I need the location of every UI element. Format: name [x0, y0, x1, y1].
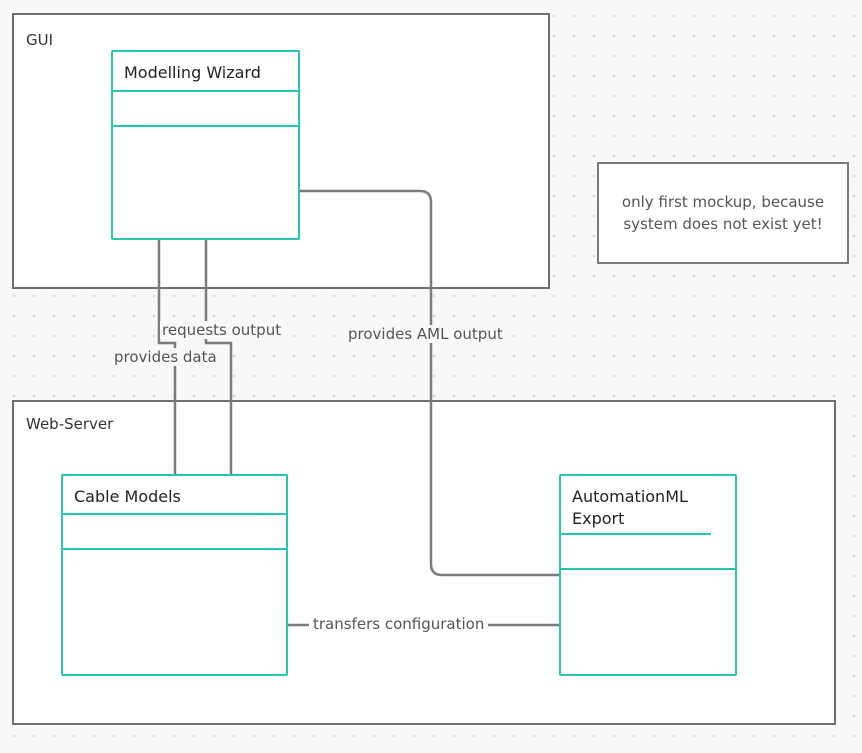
mockup-note[interactable]: only first mockup, because system does n…	[597, 162, 849, 264]
cable-models-methods	[63, 550, 286, 673]
modelling-wizard-class[interactable]: Modelling Wizard	[111, 50, 300, 240]
modelling-wizard-title: Modelling Wizard	[113, 52, 298, 92]
cable-models-title: Cable Models	[63, 476, 286, 515]
provides-data-connector	[157, 238, 177, 476]
provides-aml-output-connector	[300, 189, 561, 577]
cable-models-class[interactable]: Cable Models	[61, 474, 288, 676]
modelling-wizard-methods	[113, 127, 298, 237]
web-server-frame-label: Web-Server	[26, 415, 114, 433]
requests-output-connector	[204, 238, 233, 476]
transfers-configuration-label: transfers configuration	[309, 615, 489, 633]
mockup-note-text: only first mockup, because system does n…	[621, 193, 825, 233]
requests-output-label: requests output	[160, 321, 284, 339]
cable-models-attributes	[63, 515, 286, 550]
provides-data-label: provides data	[112, 348, 219, 366]
automationml-export-title: AutomationML Export	[561, 476, 711, 535]
provides-aml-output-label: provides AML output	[346, 325, 505, 343]
automationml-export-class[interactable]: AutomationML Export	[559, 474, 737, 676]
gui-frame-label: GUI	[26, 31, 54, 49]
automationml-export-methods	[561, 570, 735, 673]
automationml-export-attributes	[561, 535, 735, 570]
modelling-wizard-attributes	[113, 92, 298, 127]
